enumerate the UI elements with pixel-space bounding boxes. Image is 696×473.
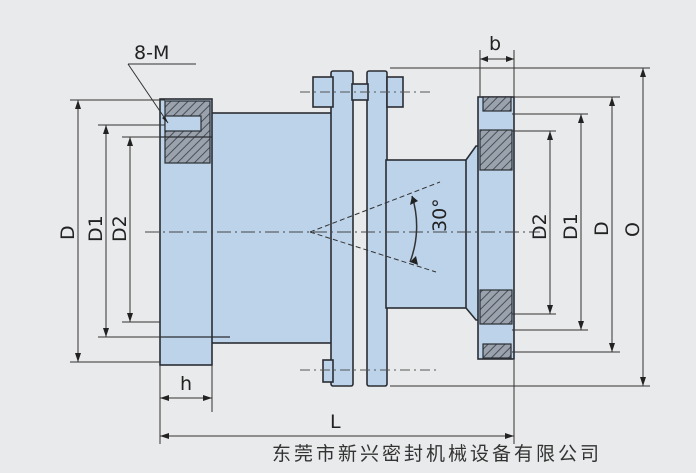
right-tube-body bbox=[385, 159, 471, 309]
right-D-label: D bbox=[591, 221, 613, 236]
bolt-nut-bottom-left bbox=[322, 359, 334, 383]
angle-arrow-top bbox=[410, 196, 418, 205]
left-dimension-lines bbox=[70, 99, 165, 363]
right-D2-label: D2 bbox=[529, 213, 551, 240]
right-flange-hatch-bottom bbox=[479, 289, 513, 325]
left-tube-body bbox=[209, 112, 333, 344]
bolt-spec-label: 8-M bbox=[134, 42, 169, 64]
right-dimension-lines bbox=[390, 67, 650, 387]
left-flange-hatch-top bbox=[164, 100, 211, 164]
left-D-label: D bbox=[57, 225, 79, 240]
left-dimension-arrows bbox=[75, 100, 133, 362]
angle-arrow-bottom bbox=[410, 256, 418, 265]
right-D1-label: D1 bbox=[560, 213, 582, 240]
left-D2-label: D2 bbox=[109, 215, 131, 242]
left-D1-label: D1 bbox=[85, 215, 107, 242]
right-flange-hatch-top bbox=[479, 129, 513, 171]
h-label: h bbox=[180, 373, 192, 395]
middle-plate-left bbox=[330, 70, 354, 387]
right-O-label: O bbox=[622, 222, 644, 237]
L-label: L bbox=[330, 411, 341, 433]
bolt-callout bbox=[127, 63, 196, 124]
right-dimension-arrows bbox=[547, 68, 646, 386]
L-dimension bbox=[159, 360, 515, 444]
left-bolt-slot bbox=[164, 115, 202, 132]
middle-plate-right bbox=[366, 70, 388, 387]
b-label: b bbox=[489, 33, 501, 55]
b-dimension bbox=[479, 50, 515, 97]
company-name: 东莞市新兴密封机械设备有限公司 bbox=[272, 443, 602, 465]
right-flange-band-bottom bbox=[482, 343, 512, 359]
angle-label: 30° bbox=[429, 198, 451, 232]
right-flange-band-top bbox=[482, 96, 512, 112]
